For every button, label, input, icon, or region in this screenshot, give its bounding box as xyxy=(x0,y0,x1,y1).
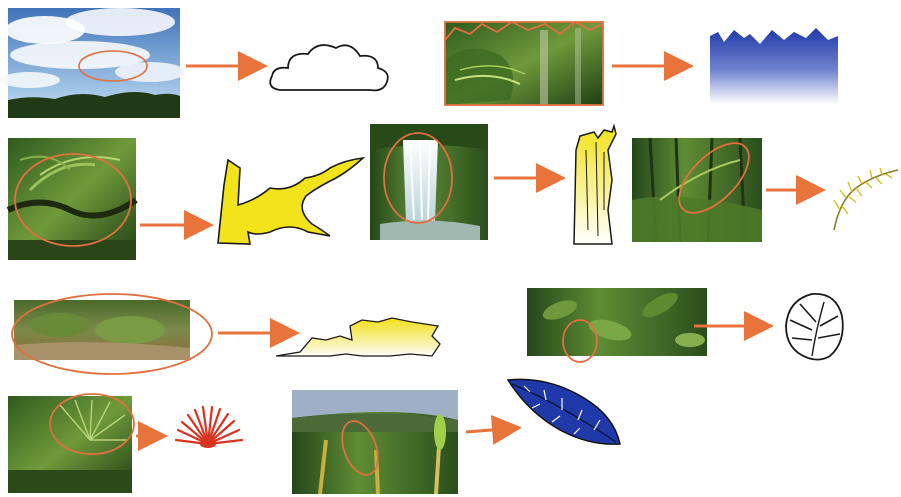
cloud-outline-icon xyxy=(270,45,388,90)
jungle-leaves-photo xyxy=(527,288,707,362)
banana-grove-photo xyxy=(292,390,458,494)
monstera-leaf-outline-icon xyxy=(786,294,843,360)
sky-clouds-photo xyxy=(0,8,185,118)
waterfall-photo xyxy=(370,124,488,240)
blue-skyline-silhouette-icon xyxy=(710,28,838,104)
red-fan-palm-icon xyxy=(176,407,242,448)
fern-tree-photo xyxy=(8,138,136,260)
yellow-fern-frond-icon xyxy=(834,168,898,230)
jungle-path-photo xyxy=(632,131,762,242)
yellow-rock-silhouette-icon xyxy=(276,318,440,356)
forest-canopy-photo xyxy=(445,22,603,105)
arrow xyxy=(466,428,516,432)
mossy-stream-photo xyxy=(12,294,212,374)
blue-banana-leaf-icon xyxy=(508,379,620,444)
palm-fan-photo xyxy=(8,394,134,493)
yellow-branch-shape-icon xyxy=(218,158,363,244)
yellow-waterfall-shape-icon xyxy=(574,126,616,244)
